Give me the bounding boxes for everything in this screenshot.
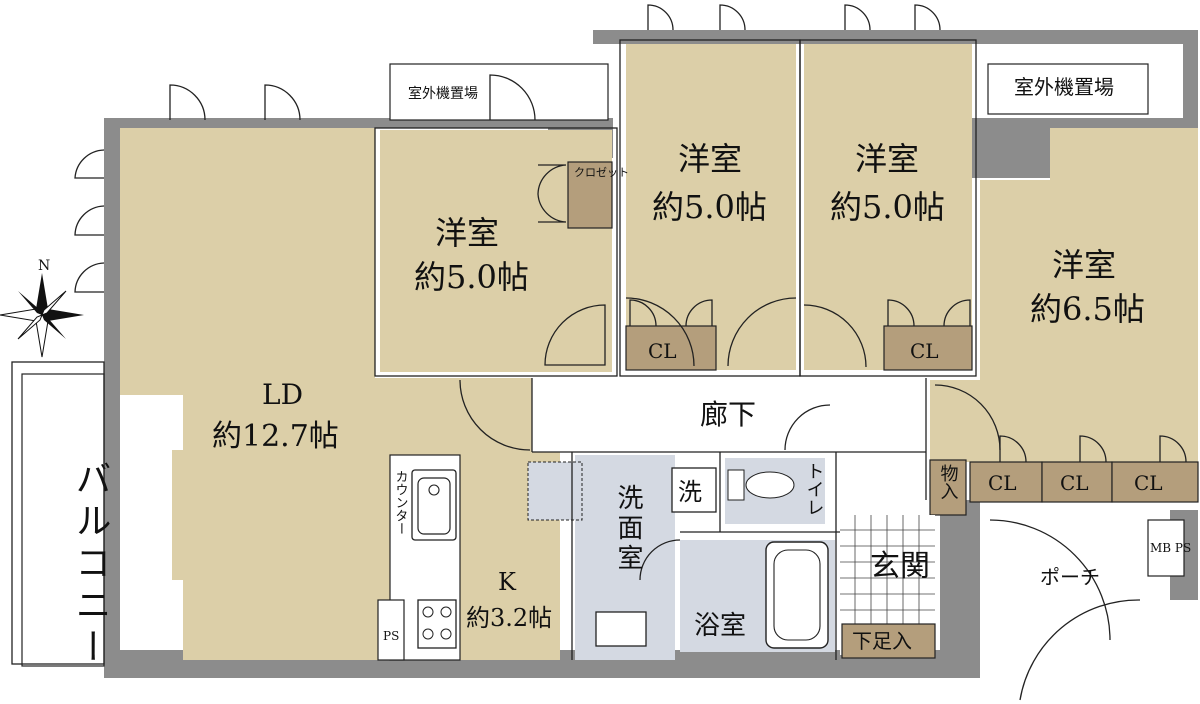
ld-size: 約12.7帖 <box>212 419 339 454</box>
shoe-storage-label: 下足入 <box>852 629 912 653</box>
toilet-label: トイレ <box>804 462 825 516</box>
north-left-room-name: 洋室 <box>678 140 742 178</box>
closet-label: クロゼット <box>574 166 629 179</box>
kitchen-name: K <box>498 568 517 596</box>
washroom-label: 洗面室 <box>613 484 643 574</box>
bath-label: 浴室 <box>694 611 746 641</box>
north-right-room-size: 約5.0帖 <box>830 188 945 226</box>
wash-basin-icon <box>595 611 647 647</box>
bathtub-icon <box>765 541 829 649</box>
hallway <box>536 378 926 450</box>
closet-cl-2 <box>883 325 973 371</box>
cl-label-5: CL <box>1134 471 1163 495</box>
compass-icon <box>0 273 84 358</box>
porch <box>980 515 1170 683</box>
ps-kitchen-label: PS <box>383 629 399 643</box>
west-room-name: 洋室 <box>435 214 499 252</box>
north-right-room-name: 洋室 <box>855 140 919 178</box>
sink-icon <box>411 469 457 541</box>
porch-label: ポーチ <box>1040 565 1100 589</box>
north-left-room-size: 約5.0帖 <box>652 188 767 226</box>
east-bedroom <box>930 128 1198 462</box>
room-labels: LD 約12.7帖 K 約3.2帖 洋室 約5.0帖 洋室 約5.0帖 洋室 約… <box>212 75 1191 653</box>
balcony-label: バルコニー <box>70 460 111 670</box>
closet-cl-1 <box>625 325 717 371</box>
closet-cl-4 <box>1041 461 1113 503</box>
balcony <box>11 361 105 665</box>
entrance-tile-grid <box>840 515 935 625</box>
kitchen-ps-box <box>377 599 405 661</box>
east-room-name: 洋室 <box>1052 246 1116 284</box>
ac-unit-area-small <box>389 63 609 121</box>
storage-label: 物入 <box>938 464 959 500</box>
window-doors-left <box>74 149 105 293</box>
east-room-size: 約6.5帖 <box>1030 290 1145 328</box>
toilet-icon <box>727 469 795 501</box>
closet-cl-5 <box>1111 461 1199 503</box>
cl-label-2: CL <box>910 339 939 363</box>
interior-walls <box>374 39 977 660</box>
counter-label: カウンター <box>393 470 408 535</box>
kitchen-size: 約3.2帖 <box>466 604 552 632</box>
hallway-label: 廊下 <box>700 398 756 431</box>
ld-name: LD <box>262 378 303 411</box>
cl-label-1: CL <box>648 339 677 363</box>
shoe-storage <box>841 623 936 659</box>
compass-north-label: N <box>38 258 50 274</box>
cl-label-3: CL <box>988 471 1017 495</box>
washer-box <box>671 467 717 513</box>
stove-icon <box>417 599 457 649</box>
window-doors-top <box>169 4 941 121</box>
storage-box <box>527 461 583 521</box>
interior-doors <box>459 297 1141 701</box>
mb-ps-box <box>1147 519 1185 577</box>
closet-door-icon <box>537 164 567 223</box>
closet-small <box>567 161 613 229</box>
closet-cl-3 <box>969 461 1043 503</box>
ac-unit-area-large <box>987 63 1149 115</box>
ac-unit-small-label: 室外機置場 <box>408 85 478 102</box>
washer-label: 洗 <box>678 478 702 506</box>
closet-doors <box>629 299 1187 463</box>
storage-closet <box>929 459 967 516</box>
mb-ps-label: MB PS <box>1150 541 1191 555</box>
ac-unit-large-label: 室外機置場 <box>1014 75 1114 99</box>
entrance-label: 玄関 <box>870 549 930 584</box>
west-room-size: 約5.0帖 <box>414 258 529 296</box>
cl-label-4: CL <box>1060 471 1089 495</box>
